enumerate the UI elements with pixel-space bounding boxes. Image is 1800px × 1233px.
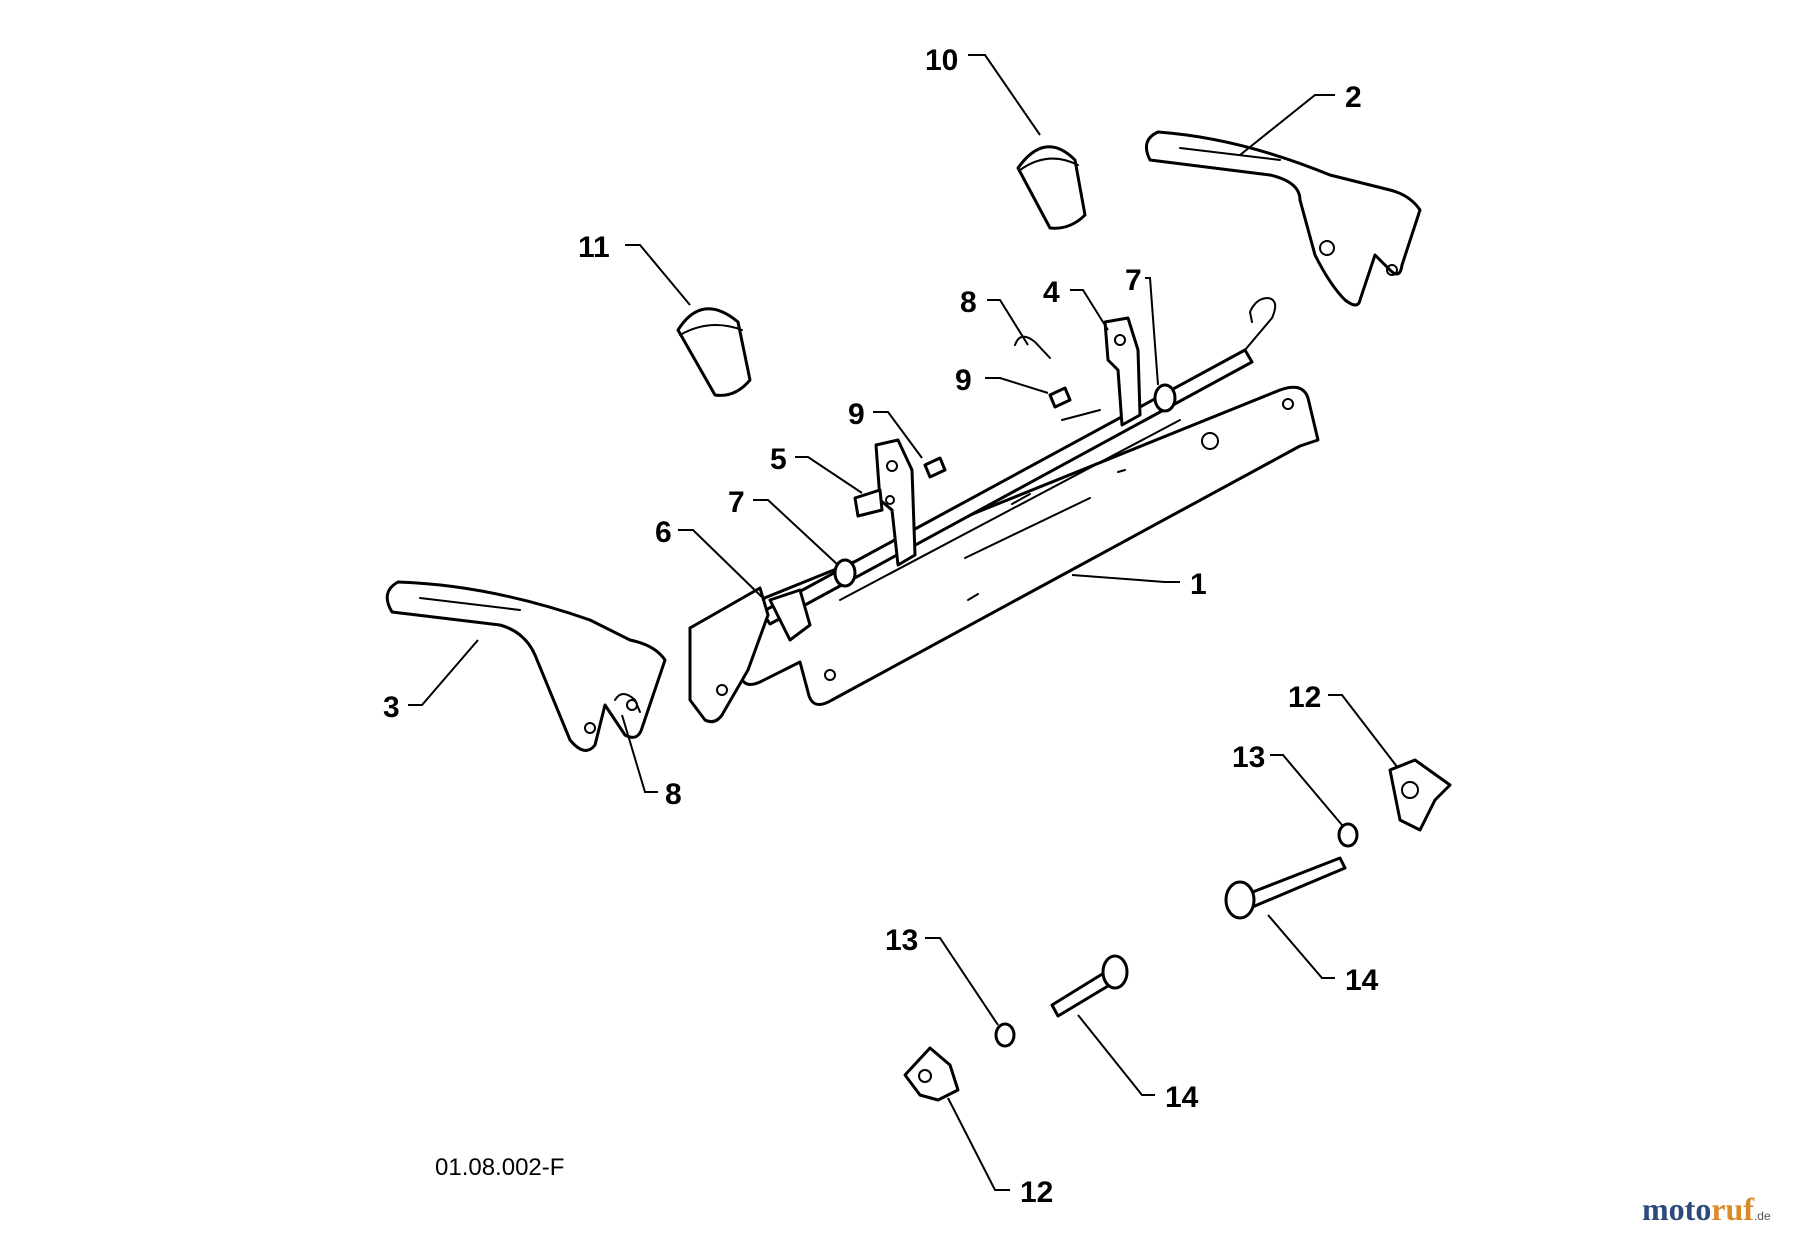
callout-7-lower: 7 bbox=[728, 486, 745, 519]
part-12-star-knob-lower bbox=[903, 1046, 960, 1102]
svg-text:motoruf.de: motoruf.de bbox=[1642, 1191, 1771, 1227]
callout-6: 6 bbox=[655, 516, 672, 549]
callout-13-lower: 13 bbox=[885, 924, 918, 957]
callout-11: 11 bbox=[578, 231, 610, 264]
part-5-lever-plate bbox=[853, 438, 917, 567]
callout-9-upper: 9 bbox=[955, 364, 972, 397]
part-1-bracket bbox=[688, 385, 1320, 706]
part-8-clip-upper bbox=[1014, 335, 1051, 359]
part-2-handle bbox=[1144, 130, 1422, 307]
callout-12-upper: 12 bbox=[1288, 681, 1321, 714]
part-3-handle bbox=[385, 580, 667, 752]
callout-5: 5 bbox=[770, 443, 787, 476]
callout-8-lower: 8 bbox=[665, 778, 682, 811]
callout-12-lower: 12 bbox=[1020, 1176, 1053, 1209]
part-12-star-knob-upper bbox=[1388, 758, 1452, 832]
part-14-bolt-lower bbox=[1050, 954, 1129, 1018]
callout-9-lower: 9 bbox=[848, 398, 865, 431]
callout-3: 3 bbox=[383, 691, 400, 724]
part-13-nut-upper bbox=[1337, 822, 1359, 848]
callout-13-upper: 13 bbox=[1232, 741, 1265, 774]
part-4-lever-plate bbox=[1061, 316, 1142, 427]
callout-7-upper: 7 bbox=[1125, 264, 1142, 297]
part-7-spacer-upper bbox=[1153, 383, 1177, 413]
callout-8-upper: 8 bbox=[960, 286, 977, 319]
part-14-bolt-upper bbox=[1224, 856, 1347, 920]
callout-2: 2 bbox=[1345, 81, 1362, 114]
part-7-spacer-lower bbox=[833, 558, 857, 588]
part-9-bolt-upper bbox=[1048, 386, 1072, 409]
watermark-logo: motoruf.de bbox=[1642, 1191, 1771, 1227]
part-13-nut-lower bbox=[994, 1022, 1016, 1048]
part-6-end-plate bbox=[688, 586, 812, 724]
callout-14-lower: 14 bbox=[1165, 1081, 1199, 1114]
part-9-bolt-lower bbox=[923, 456, 947, 479]
callout-4: 4 bbox=[1043, 276, 1060, 309]
part-10-knob bbox=[1016, 145, 1087, 230]
part-11-knob bbox=[676, 307, 752, 397]
drawing-code: 01.08.002-F bbox=[435, 1154, 564, 1181]
leader-lines bbox=[408, 54, 1399, 1191]
callout-1: 1 bbox=[1190, 568, 1207, 601]
callout-labels: 10 2 11 8 4 7 9 9 5 7 6 1 3 8 12 13 14 1… bbox=[383, 44, 1379, 1209]
callout-10: 10 bbox=[925, 44, 958, 77]
part-8-clip-lower bbox=[614, 693, 641, 713]
callout-14-upper: 14 bbox=[1345, 964, 1379, 997]
